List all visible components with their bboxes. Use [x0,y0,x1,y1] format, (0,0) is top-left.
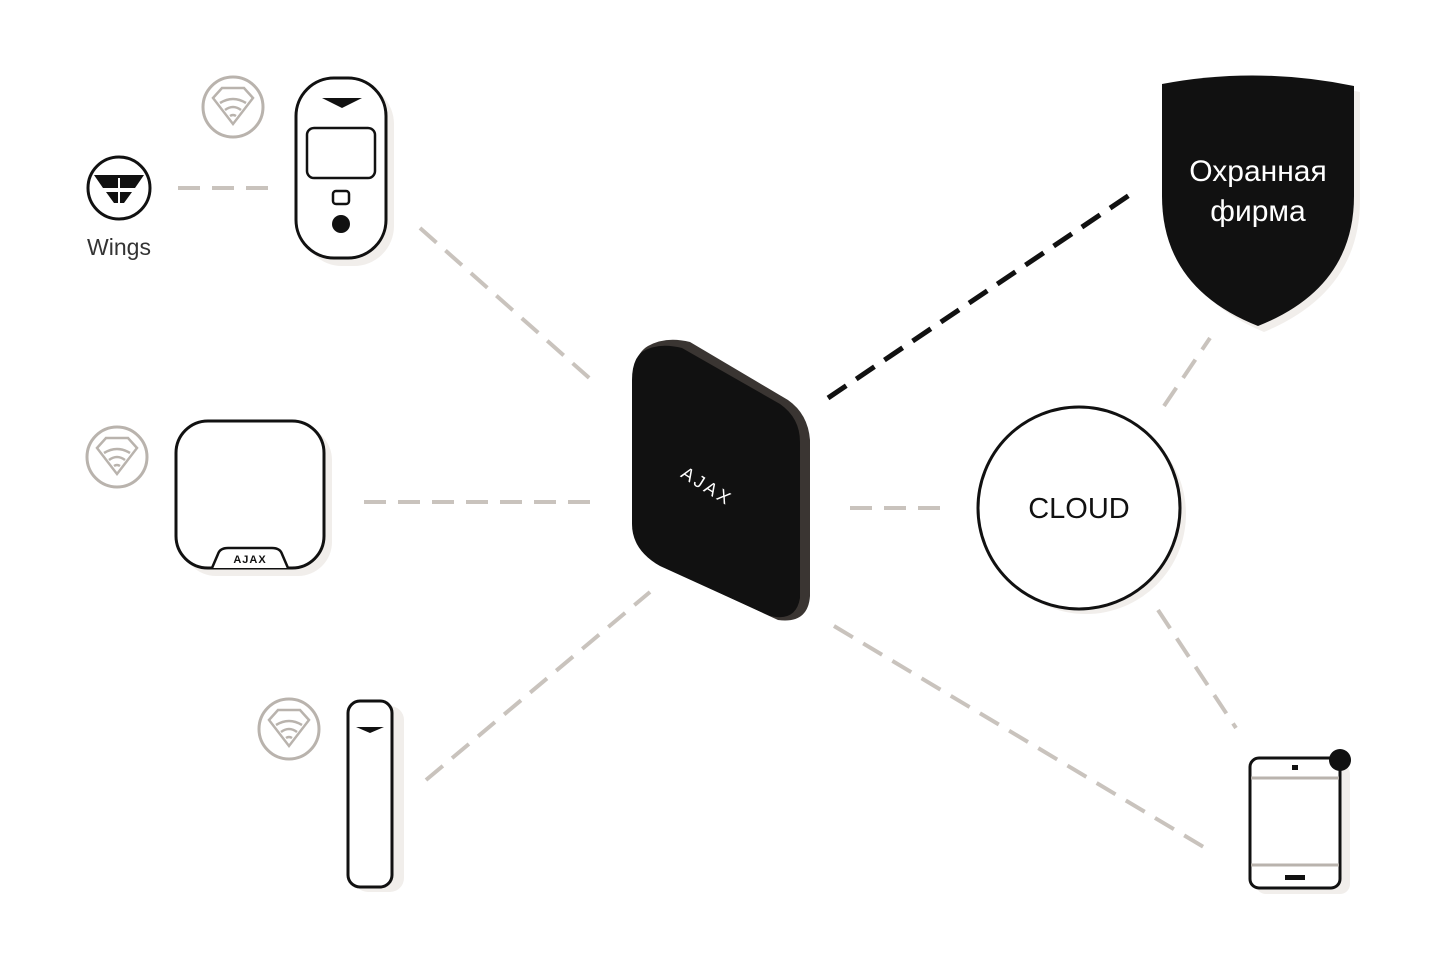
security-company-label-line2: фирма [1210,195,1306,228]
wings-node: Wings [86,155,152,260]
security-company-label-line1: Охранная [1189,155,1326,188]
radio-protocol-icon [201,75,265,139]
notification-dot [1329,749,1351,771]
wings-label: Wings [87,234,151,260]
radio-icon-siren [85,425,149,489]
radio-protocol-icon [85,425,149,489]
radio-icon-motioncam [201,75,265,139]
security-company-shield-icon: Охранная фирма [1162,75,1360,332]
link-cloud-shield [1162,336,1212,408]
hub-icon: AJAX [632,339,810,621]
cloud-label: CLOUD [1028,493,1130,525]
link-motioncam-hub [418,226,598,386]
link-cloud-phone [1156,608,1238,730]
siren-logo: AJAX [233,554,266,566]
link-hub-phone [832,624,1214,854]
smartphone-icon [1248,749,1351,894]
siren-icon: AJAX [174,419,332,576]
motion-detector-camera-icon [294,76,394,266]
link-hub-securitycompany [826,189,1136,401]
cloud-circle-icon: CLOUD [976,405,1186,614]
connection-links [178,186,1238,854]
radio-icon-doorsensor [257,697,321,761]
door-sensor-icon [346,699,404,892]
link-doorsensor-hub [424,590,652,782]
wings-icon-glyph [94,175,144,203]
radio-protocol-icon [257,697,321,761]
